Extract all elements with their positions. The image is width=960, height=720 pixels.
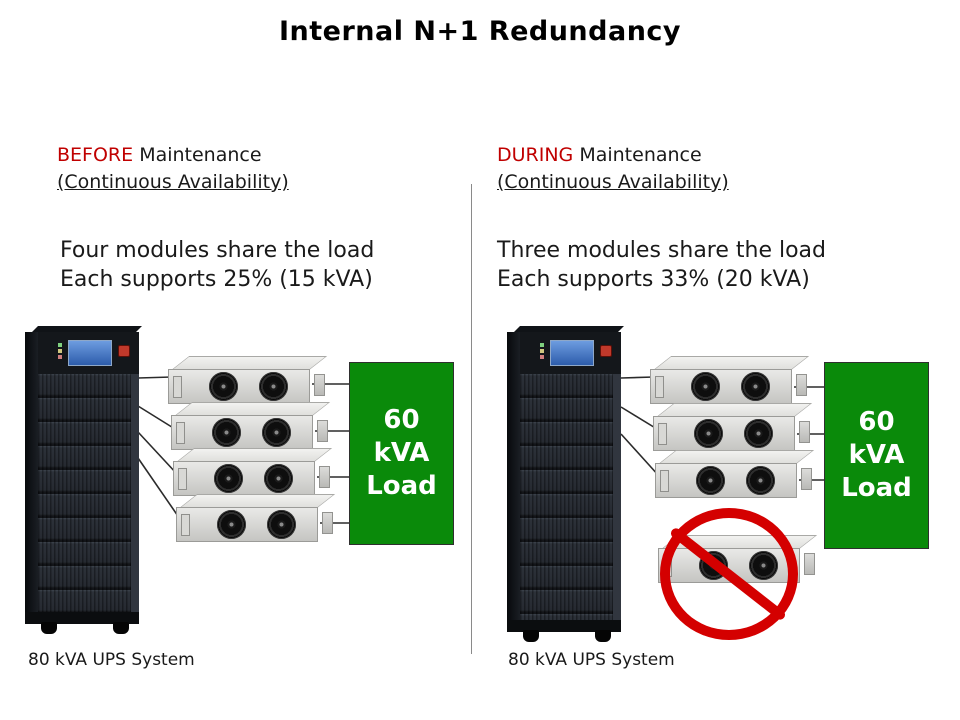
module-connector xyxy=(319,466,330,488)
cooling-fan-icon xyxy=(267,510,296,539)
cooling-fan-icon xyxy=(746,466,775,495)
cooling-fan-icon xyxy=(262,418,291,447)
before-header: BEFORE Maintenance (Continuous Availabil… xyxy=(57,142,289,196)
module-slots xyxy=(520,374,613,620)
caster-wheel xyxy=(41,622,57,634)
status-led-icons xyxy=(540,343,544,347)
module-connector xyxy=(801,468,812,490)
module-handle xyxy=(181,514,190,536)
tower-control-panel xyxy=(38,332,139,376)
module-handle xyxy=(655,376,664,398)
module-slots xyxy=(38,374,131,612)
during-header: DURING Maintenance (Continuous Availabil… xyxy=(497,142,729,196)
load-word: Load xyxy=(366,471,437,501)
load-word: Load xyxy=(841,473,912,503)
ups-tower-before xyxy=(25,326,142,634)
prohibition-sign xyxy=(660,508,798,640)
during-subtitle: (Continuous Availability) xyxy=(497,171,729,193)
before-description: Four modules share the load Each support… xyxy=(60,236,374,294)
cooling-fan-icon xyxy=(741,372,770,401)
cooling-fan-icon xyxy=(259,372,288,401)
cooling-fan-icon xyxy=(264,464,293,493)
phase-before-label: BEFORE xyxy=(57,144,134,166)
tower-base xyxy=(507,620,621,632)
system-caption-before: 80 kVA UPS System xyxy=(28,650,195,670)
caster-wheel xyxy=(113,622,129,634)
system-caption-during: 80 kVA UPS System xyxy=(508,650,675,670)
module-connector xyxy=(322,512,333,534)
maintenance-label: Maintenance xyxy=(579,144,702,166)
module-handle xyxy=(178,468,187,490)
load-value: 60 xyxy=(858,407,895,437)
tower-base xyxy=(25,612,139,624)
cooling-fan-icon xyxy=(696,466,725,495)
module-front-face xyxy=(173,461,315,496)
load-box-before: 60 kVA Load xyxy=(349,362,454,545)
phase-during-label: DURING xyxy=(497,144,574,166)
module-connector xyxy=(317,420,328,442)
lcd-screen xyxy=(68,340,112,366)
before-description-line1: Four modules share the load xyxy=(60,238,375,263)
power-module-3 xyxy=(655,450,815,498)
load-box-during: 60 kVA Load xyxy=(824,362,929,549)
load-unit: kVA xyxy=(848,440,905,470)
module-connector xyxy=(799,421,810,443)
panel-divider xyxy=(471,184,472,654)
power-button xyxy=(118,345,130,357)
cooling-fan-icon xyxy=(744,419,773,448)
caster-wheel xyxy=(595,630,611,642)
ups-tower-during xyxy=(507,326,624,642)
module-handle xyxy=(176,422,185,444)
module-front-face xyxy=(650,369,792,404)
during-header-line1: DURING Maintenance xyxy=(497,142,729,169)
module-front-face xyxy=(176,507,318,542)
module-front-face xyxy=(655,463,797,498)
status-led-icons xyxy=(58,343,62,347)
tower-rail xyxy=(131,374,139,612)
module-handle xyxy=(658,423,667,445)
module-handle xyxy=(660,470,669,492)
page-title: Internal N+1 Redundancy xyxy=(278,16,682,47)
tower-rail xyxy=(613,374,621,620)
module-front-face xyxy=(653,416,795,451)
power-module-4 xyxy=(176,494,336,542)
during-description-line1: Three modules share the load xyxy=(497,238,827,263)
power-module-2 xyxy=(653,403,813,451)
cooling-fan-icon xyxy=(217,510,246,539)
power-module-1 xyxy=(168,356,328,404)
before-description-line2: Each supports 25% (15 kVA) xyxy=(60,267,373,292)
module-handle xyxy=(173,376,182,398)
before-subtitle: (Continuous Availability) xyxy=(57,171,289,193)
power-module-2 xyxy=(171,402,331,450)
cooling-fan-icon xyxy=(694,419,723,448)
tower-side-face xyxy=(507,332,520,620)
tower-control-panel xyxy=(520,332,621,376)
cooling-fan-icon xyxy=(209,372,238,401)
cooling-fan-icon xyxy=(214,464,243,493)
lcd-screen xyxy=(550,340,594,366)
cooling-fan-icon xyxy=(691,372,720,401)
power-module-1 xyxy=(650,356,810,404)
maintenance-label: Maintenance xyxy=(139,144,262,166)
module-connector xyxy=(804,553,815,575)
power-module-3 xyxy=(173,448,333,496)
during-description-line2: Each supports 33% (20 kVA) xyxy=(497,267,810,292)
tower-side-face xyxy=(25,332,38,612)
prohibition-circle-icon xyxy=(660,508,798,640)
during-description: Three modules share the load Each suppor… xyxy=(497,236,826,294)
load-unit: kVA xyxy=(373,438,430,468)
module-front-face xyxy=(171,415,313,450)
module-front-face xyxy=(168,369,310,404)
module-connector xyxy=(314,374,325,396)
power-button xyxy=(600,345,612,357)
before-header-line1: BEFORE Maintenance xyxy=(57,142,289,169)
caster-wheel xyxy=(523,630,539,642)
module-connector xyxy=(796,374,807,396)
load-value: 60 xyxy=(383,405,420,435)
cooling-fan-icon xyxy=(212,418,241,447)
